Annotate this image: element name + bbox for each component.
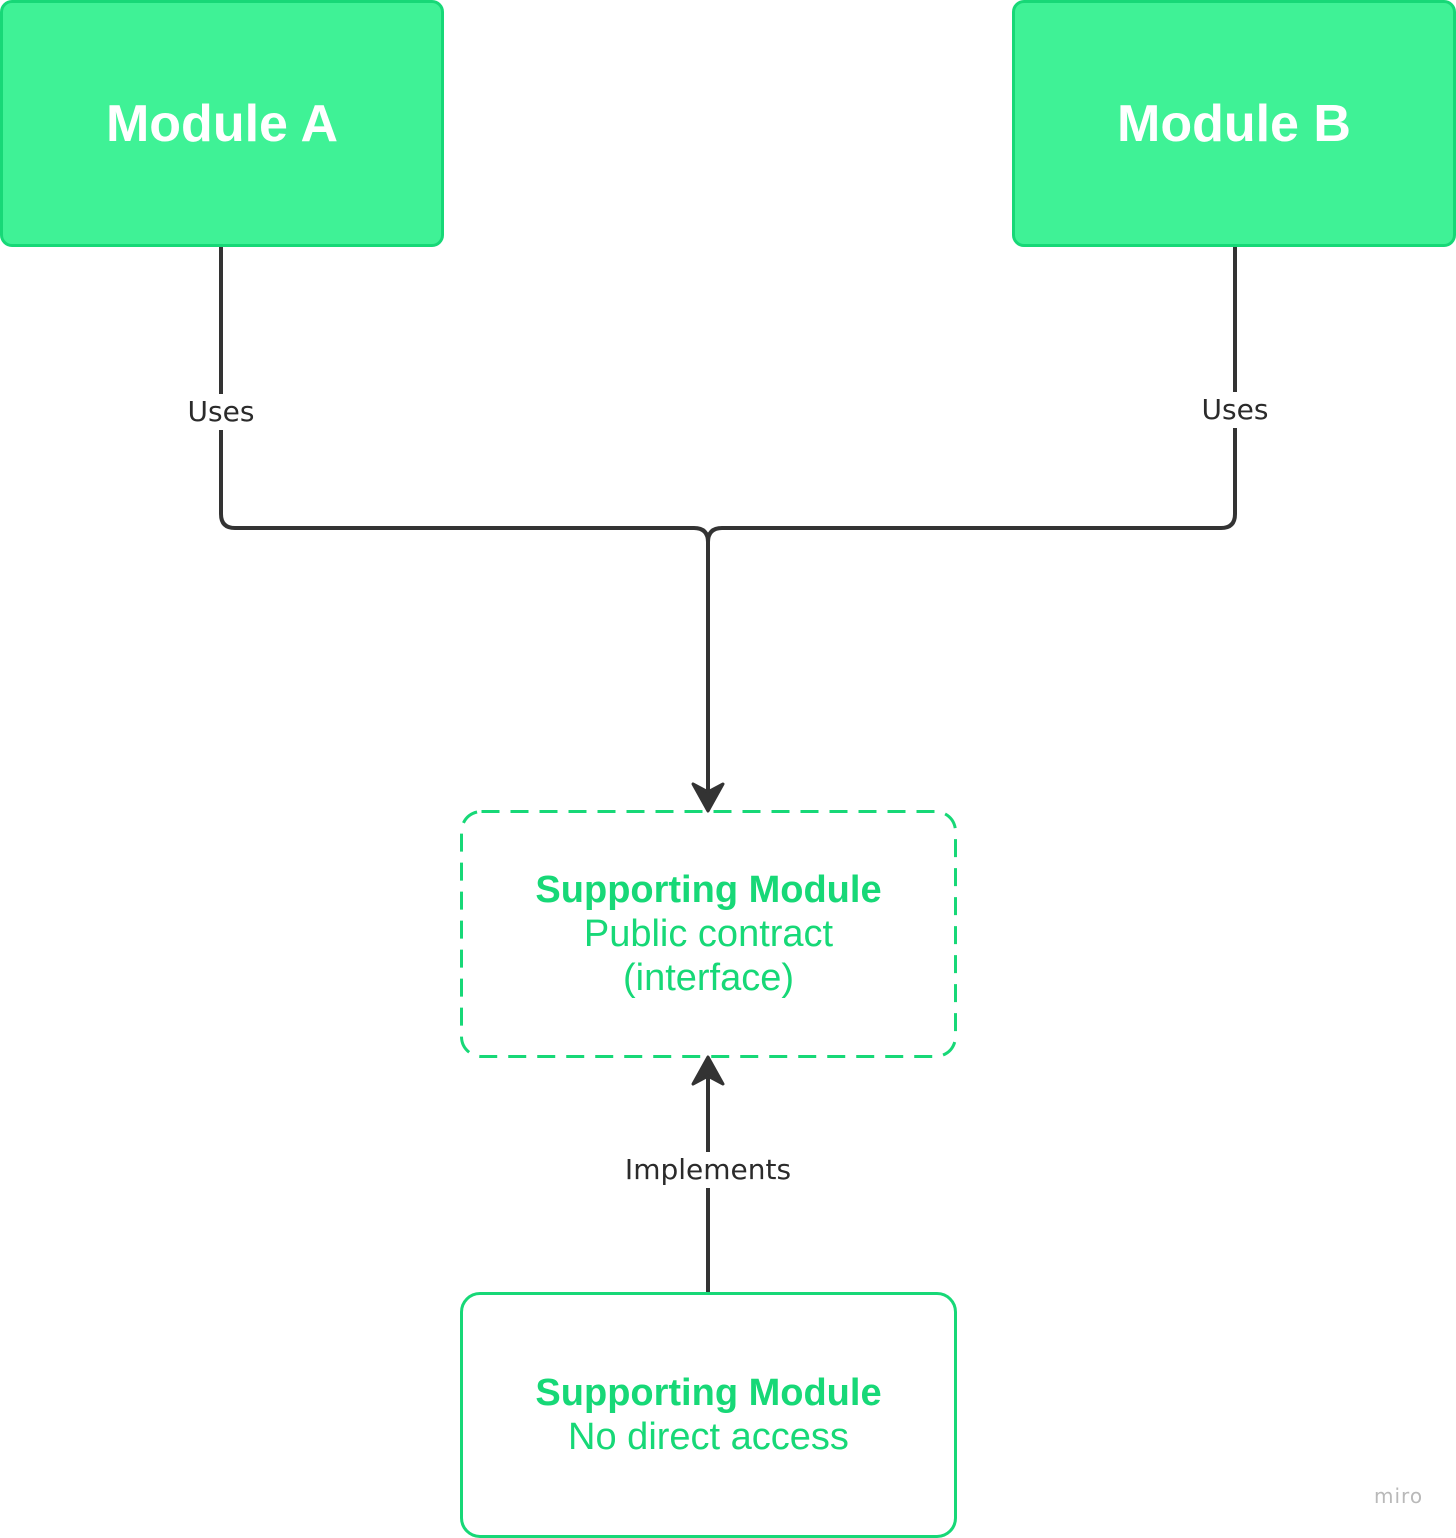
connector-module-b [706,246,1237,543]
arrowhead-up [691,1055,725,1086]
module-b-box: Module B [1012,0,1456,247]
miro-watermark: miro [1374,1484,1424,1508]
edge-label-uses-b: Uses [1199,392,1271,428]
arrowhead-down [691,782,725,813]
edge-label-uses-a: Uses [185,394,257,430]
module-b-title: Module B [1117,94,1351,153]
module-a-title: Module A [105,94,339,153]
contract-line-1: Public contract [583,913,834,955]
connector-module-a [219,246,710,543]
supporting-module-contract-box: Supporting Module Public contract (inter… [460,810,957,1058]
module-a-box: Module A [0,0,444,247]
contract-line-2: (interface) [622,957,795,999]
edge-label-implements: Implements [622,1152,794,1188]
supporting-module-impl-box: Supporting Module No direct access [460,1292,957,1538]
impl-title: Supporting Module [535,1372,882,1414]
contract-title: Supporting Module [535,869,882,911]
impl-line-1: No direct access [568,1416,849,1458]
contract-dashed-border [460,810,957,1058]
